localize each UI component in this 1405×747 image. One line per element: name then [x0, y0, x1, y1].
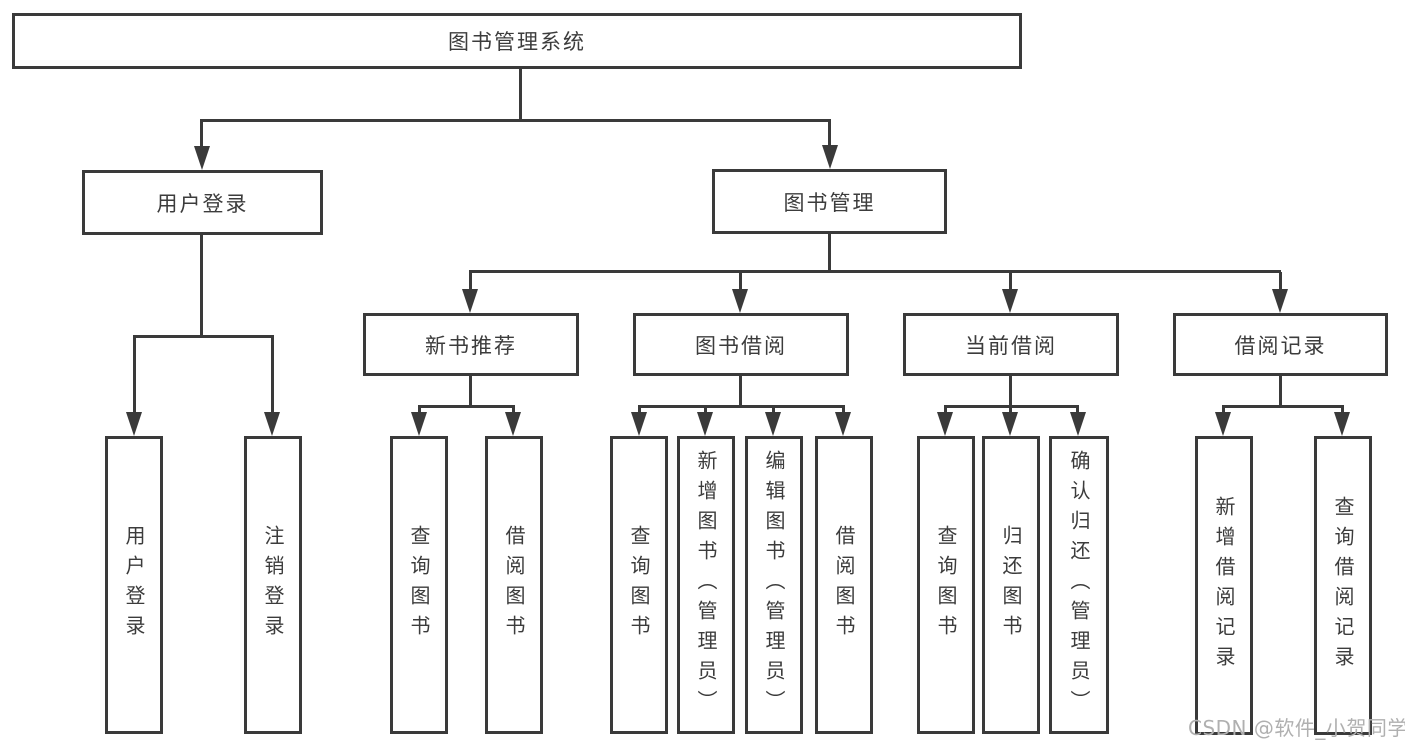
connector-arm — [1222, 406, 1225, 414]
leaf-current-query: 查询图书 — [917, 436, 975, 734]
connector-new-books-split — [418, 405, 515, 408]
connector-user-login-split — [133, 335, 274, 338]
node-user-login-label: 用户登录 — [156, 191, 249, 216]
connector-arm — [704, 406, 707, 414]
connector-borrowing-stem — [739, 376, 742, 407]
node-new-book-recommend: 新书推荐 — [363, 313, 579, 376]
csdn-watermark: CSDN @软件_小贺同学 — [1188, 716, 1405, 740]
leaf-query-borrow-record-label: 查询借阅记录 — [1331, 495, 1355, 676]
node-current-borrowing: 当前借阅 — [903, 313, 1119, 376]
connector-arm — [842, 406, 845, 414]
arrowhead-down-icon — [822, 145, 838, 169]
arrowhead-down-icon — [1215, 412, 1231, 436]
leaf-borrowing-borrow-label: 借阅图书 — [832, 525, 856, 645]
leaf-user-login: 用户登录 — [105, 436, 163, 734]
arrowhead-down-icon — [631, 412, 647, 436]
arrowhead-down-icon — [411, 412, 427, 436]
arrowhead-down-icon — [264, 412, 280, 436]
arrowhead-down-icon — [462, 289, 478, 313]
leaf-logout-label: 注销登录 — [261, 525, 285, 645]
connector-user-login-stem — [200, 234, 203, 335]
leaf-borrowing-borrow: 借阅图书 — [815, 436, 873, 734]
connector-arm — [944, 406, 947, 414]
arrowhead-down-icon — [835, 412, 851, 436]
node-book-borrowing: 图书借阅 — [633, 313, 849, 376]
arrowhead-down-icon — [937, 412, 953, 436]
leaf-user-login-label: 用户登录 — [122, 525, 146, 645]
node-book-management: 图书管理 — [712, 169, 947, 234]
leaf-return-book-label: 归还图书 — [999, 525, 1023, 645]
connector-records-split — [1222, 405, 1344, 408]
connector-records-stem — [1279, 376, 1282, 407]
connector-root-split — [200, 119, 831, 122]
connector-arm — [512, 406, 515, 414]
node-current-borrowing-label: 当前借阅 — [965, 333, 1057, 358]
connector-arm — [1076, 406, 1079, 414]
leaf-add-borrow-record-label: 新增借阅记录 — [1212, 495, 1236, 676]
node-user-login: 用户登录 — [82, 170, 323, 235]
connector-to-leaf-login — [133, 337, 136, 412]
leaf-logout: 注销登录 — [244, 436, 302, 734]
connector-root-stem — [519, 68, 522, 119]
node-borrow-records: 借阅记录 — [1173, 313, 1388, 376]
node-borrow-records-label: 借阅记录 — [1234, 333, 1327, 358]
leaf-new-books-borrow-label: 借阅图书 — [502, 525, 526, 645]
node-library-system: 图书管理系统 — [12, 13, 1022, 69]
connector-to-records — [1279, 272, 1282, 291]
connector-arm — [638, 406, 641, 414]
connector-book-mgmt-split — [469, 270, 1281, 273]
leaf-borrowing-query: 查询图书 — [610, 436, 668, 734]
connector-book-mgmt-stem — [828, 233, 831, 270]
leaf-new-books-borrow: 借阅图书 — [485, 436, 543, 734]
leaf-current-query-label: 查询图书 — [934, 525, 958, 645]
connector-to-new-books — [469, 272, 472, 291]
arrowhead-down-icon — [505, 412, 521, 436]
leaf-borrowing-query-label: 查询图书 — [627, 525, 651, 645]
arrowhead-down-icon — [697, 412, 713, 436]
connector-arm — [418, 406, 421, 414]
arrowhead-down-icon — [1272, 289, 1288, 313]
connector-to-borrowing — [739, 272, 742, 291]
connector-new-books-stem — [469, 376, 472, 407]
connector-to-book-mgmt — [828, 121, 831, 147]
arrowhead-down-icon — [194, 146, 210, 170]
arrowhead-down-icon — [732, 289, 748, 313]
leaf-confirm-return-admin-label: 确认归还（管理员） — [1067, 450, 1091, 720]
leaf-new-books-query: 查询图书 — [390, 436, 448, 734]
connector-arm — [772, 406, 775, 414]
leaf-query-borrow-record: 查询借阅记录 — [1314, 436, 1372, 735]
connector-to-current — [1009, 272, 1012, 291]
connector-to-user-login — [200, 121, 203, 148]
node-book-borrowing-label: 图书借阅 — [695, 333, 787, 358]
node-book-management-label: 图书管理 — [783, 190, 876, 215]
leaf-add-book-admin-label: 新增图书（管理员） — [694, 450, 718, 720]
arrowhead-down-icon — [765, 412, 781, 436]
connector-borrowing-split — [638, 405, 845, 408]
connector-to-leaf-logout — [271, 337, 274, 412]
leaf-confirm-return-admin: 确认归还（管理员） — [1049, 436, 1109, 734]
connector-current-stem — [1009, 376, 1012, 407]
arrowhead-down-icon — [1002, 289, 1018, 313]
connector-arm — [1341, 406, 1344, 414]
leaf-edit-book-admin: 编辑图书（管理员） — [745, 436, 803, 734]
leaf-add-borrow-record: 新增借阅记录 — [1195, 436, 1253, 735]
leaf-add-book-admin: 新增图书（管理员） — [677, 436, 735, 734]
leaf-edit-book-admin-label: 编辑图书（管理员） — [762, 450, 786, 720]
connector-arm — [1009, 406, 1012, 414]
arrowhead-down-icon — [126, 412, 142, 436]
arrowhead-down-icon — [1070, 412, 1086, 436]
leaf-return-book: 归还图书 — [982, 436, 1040, 734]
arrowhead-down-icon — [1334, 412, 1350, 436]
node-library-system-label: 图书管理系统 — [448, 30, 586, 54]
leaf-new-books-query-label: 查询图书 — [407, 525, 431, 645]
node-new-book-recommend-label: 新书推荐 — [425, 333, 517, 358]
arrowhead-down-icon — [1002, 412, 1018, 436]
